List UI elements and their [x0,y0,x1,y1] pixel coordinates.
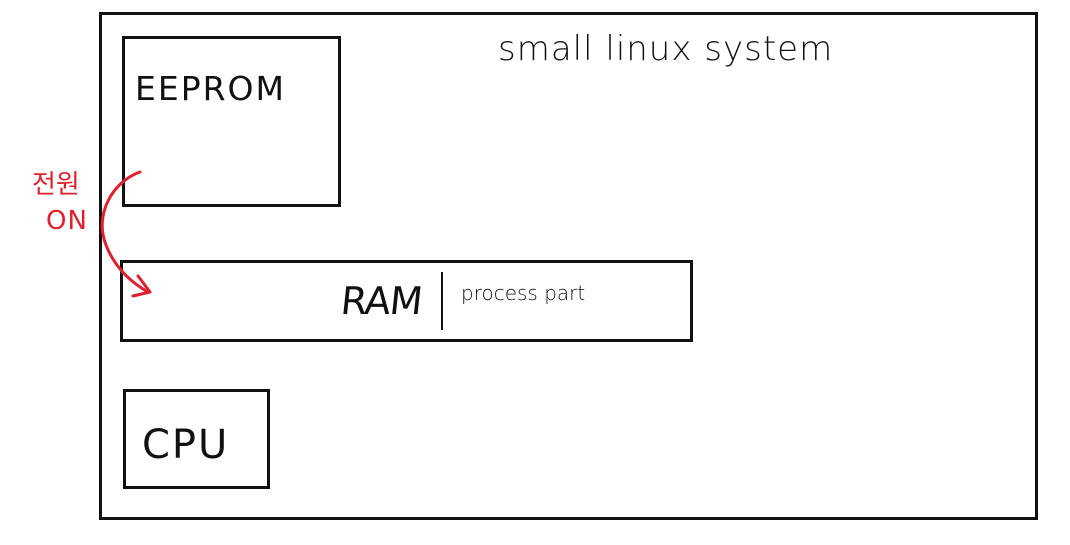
power-annotation: 전원 [32,170,80,200]
power-on-annotation: ON [46,206,88,236]
system-frame [99,12,1038,520]
cpu-label: CPU [142,422,230,468]
cpu-block [123,389,270,489]
eeprom-block [122,36,341,207]
diagram-title: small linux system [498,29,834,69]
ram-divider [441,272,443,330]
ram-process-part-label: process part [461,281,586,305]
eeprom-label: EEPROM [135,69,286,108]
ram-block [120,260,693,342]
ram-label: RAM [338,279,424,323]
